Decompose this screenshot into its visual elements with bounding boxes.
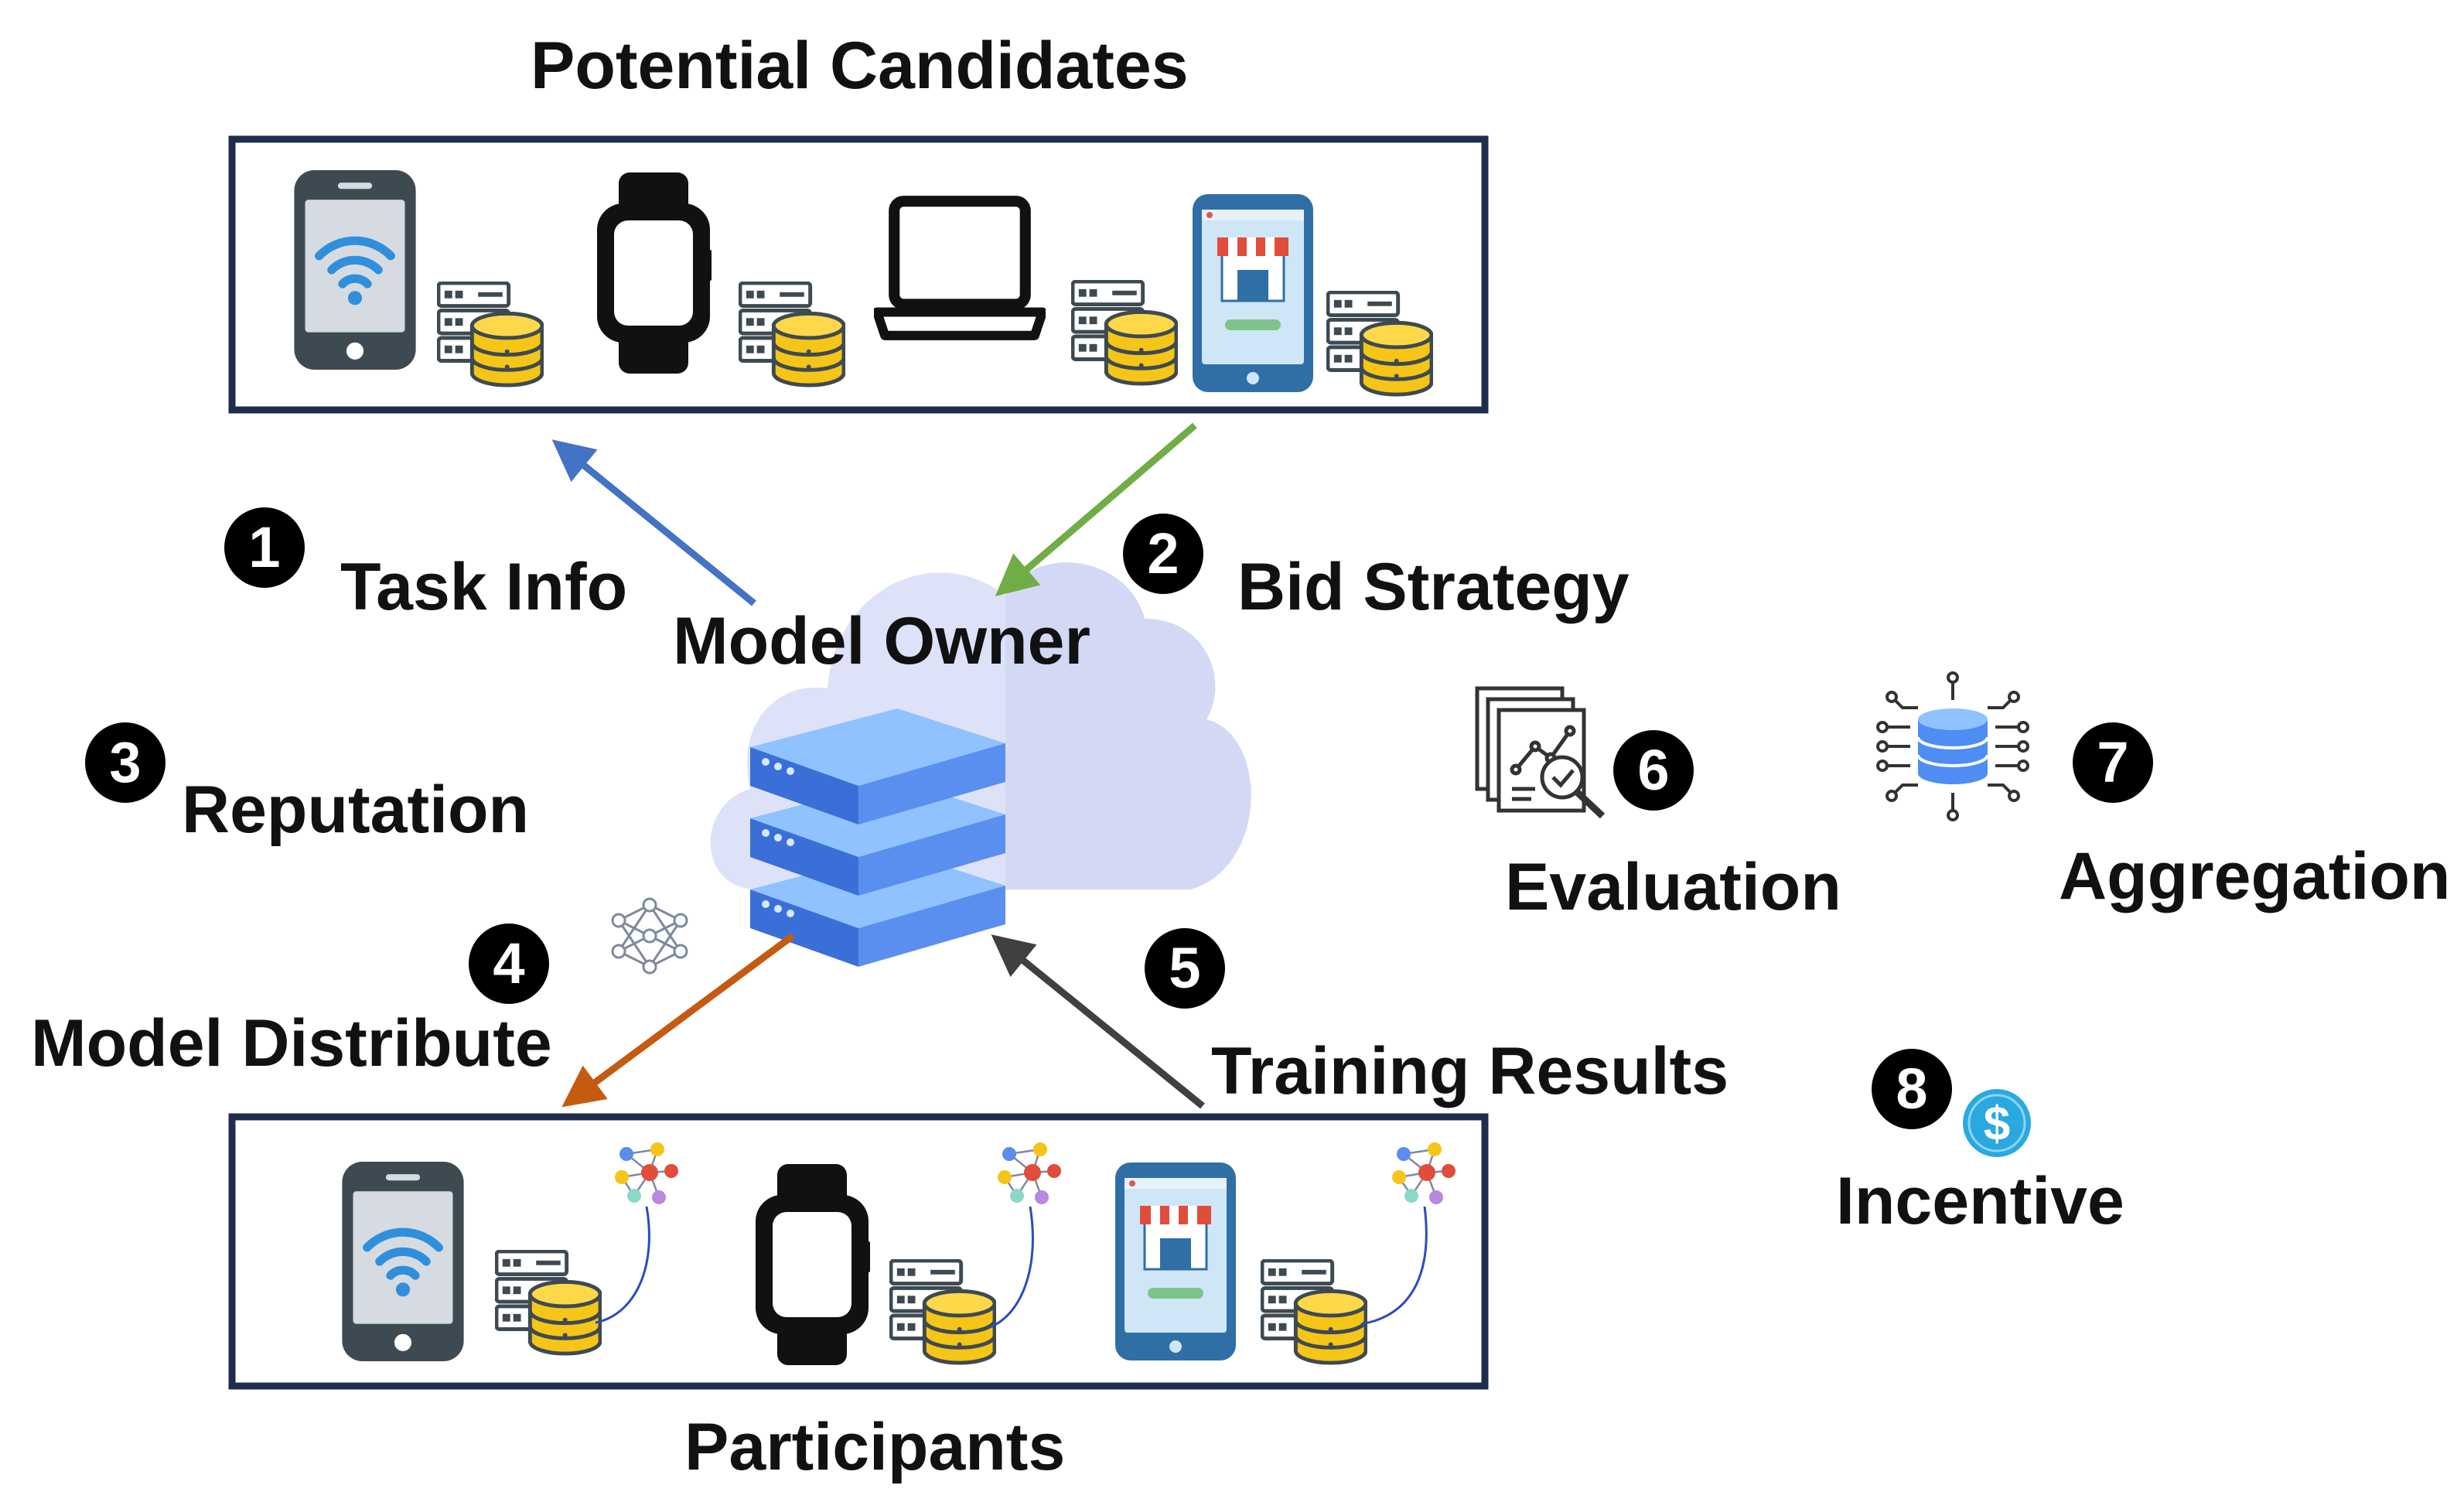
neural-network-icon: [1391, 1141, 1457, 1206]
smartwatch-icon: [756, 1164, 870, 1365]
server-database-icon: [439, 283, 542, 385]
model-owner-label: Model Owner: [673, 604, 1090, 678]
step-8-label: Incentive: [1836, 1164, 2124, 1238]
step-5-badge: 5: [1145, 928, 1225, 1009]
server-stack-icon: [750, 708, 1005, 967]
tablet-store-icon: [1114, 1161, 1237, 1362]
network-link-line: [989, 1206, 1034, 1329]
step-2-badge: 2: [1123, 514, 1203, 594]
arrow-task-info: [551, 439, 756, 606]
server-database-icon: [891, 1261, 995, 1363]
neural-network-icon: [996, 1141, 1063, 1206]
smartwatch-icon: [597, 172, 712, 374]
step-7-badge: 7: [2073, 722, 2153, 803]
database-hub-icon: [1876, 671, 2029, 821]
step-4-label: Model Distribute: [31, 1006, 552, 1081]
neural-network-icon: [613, 1141, 680, 1206]
step-5-label: Training Results: [1211, 1034, 1729, 1108]
smartphone-wifi-icon: [294, 170, 415, 370]
step-7-label: Aggregation: [2059, 839, 2451, 913]
step-6-badge: 6: [1613, 730, 1694, 811]
neural-network-icon: [611, 897, 688, 975]
candidates-title: Potential Candidates: [531, 29, 1189, 103]
network-link-line: [1360, 1206, 1428, 1326]
document-magnifier-icon: [1475, 686, 1606, 819]
server-database-icon: [1073, 282, 1176, 384]
dollar-coin-icon: $: [1963, 1089, 2031, 1157]
participants-title: Participants: [684, 1410, 1066, 1484]
server-database-icon: [740, 283, 844, 385]
arrow-bid-strategy: [995, 422, 1197, 597]
step-4-badge: 4: [469, 923, 549, 1004]
smartphone-wifi-icon: [342, 1162, 463, 1361]
server-database-icon: [1328, 292, 1432, 394]
step-1-label: Task Info: [340, 550, 628, 624]
step-8-badge: 8: [1872, 1049, 1952, 1129]
server-database-icon: [1262, 1261, 1366, 1363]
participants-box: [228, 1113, 1489, 1390]
candidates-box: [228, 135, 1489, 414]
step-2-label: Bid Strategy: [1237, 550, 1630, 624]
tablet-store-icon: [1191, 193, 1315, 394]
step-6-label: Evaluation: [1505, 850, 1841, 924]
arrow-model-distribute: [561, 933, 795, 1108]
server-database-icon: [497, 1251, 600, 1354]
svg-text:$: $: [1984, 1098, 2010, 1151]
arrow-training-results: [991, 934, 1205, 1109]
step-3-label: Reputation: [182, 773, 530, 847]
network-link-line: [595, 1206, 650, 1324]
step-3-badge: 3: [85, 722, 166, 803]
step-1-badge: 1: [224, 507, 305, 588]
laptop-icon: [877, 201, 1043, 336]
